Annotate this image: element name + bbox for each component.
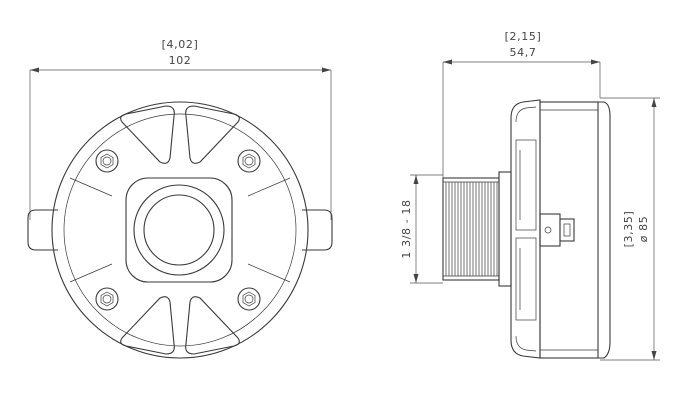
side-depth-inch-label: [2,15] <box>505 30 542 43</box>
screw-bottom-left <box>95 287 119 311</box>
screw-bottom-right <box>237 287 261 311</box>
left-mounting-ear <box>27 209 58 251</box>
side-diameter-inch-label: [3,35] <box>622 211 635 248</box>
side-diameter-mm-label: ø 85 <box>637 216 650 243</box>
throat-bore <box>143 194 215 266</box>
side-view: [2,15] 54,7 1 3/8 - 18 [3,35] ø 85 <box>400 30 660 361</box>
front-screws <box>95 149 261 311</box>
front-inner-ring <box>63 113 297 347</box>
throat-outer-ring <box>133 184 225 276</box>
side-magnet-block <box>539 101 599 359</box>
front-width-mm-label: 102 <box>169 54 192 67</box>
threaded-throat <box>442 171 512 287</box>
side-depth-dimension: [2,15] 54,7 <box>442 30 601 178</box>
side-terminal <box>539 213 575 247</box>
front-width-dimension: [4,02] 102 <box>29 38 332 220</box>
side-depth-mm-label: 54,7 <box>510 46 537 59</box>
front-outer-ring <box>51 101 309 359</box>
front-ribs <box>69 105 291 355</box>
side-diameter-dimension: [3,35] ø 85 <box>600 97 660 361</box>
front-view: [4,02] 102 <box>27 38 333 359</box>
right-mounting-ear <box>302 209 333 251</box>
thread-dimension: 1 3/8 - 18 <box>400 174 443 284</box>
front-width-inch-label: [4,02] <box>162 38 199 51</box>
screw-top-left <box>95 149 119 173</box>
side-rear-cap <box>598 101 611 359</box>
thread-size-label: 1 3/8 - 18 <box>400 199 413 258</box>
throat-square-boss <box>125 177 233 283</box>
screw-top-right <box>237 149 261 173</box>
